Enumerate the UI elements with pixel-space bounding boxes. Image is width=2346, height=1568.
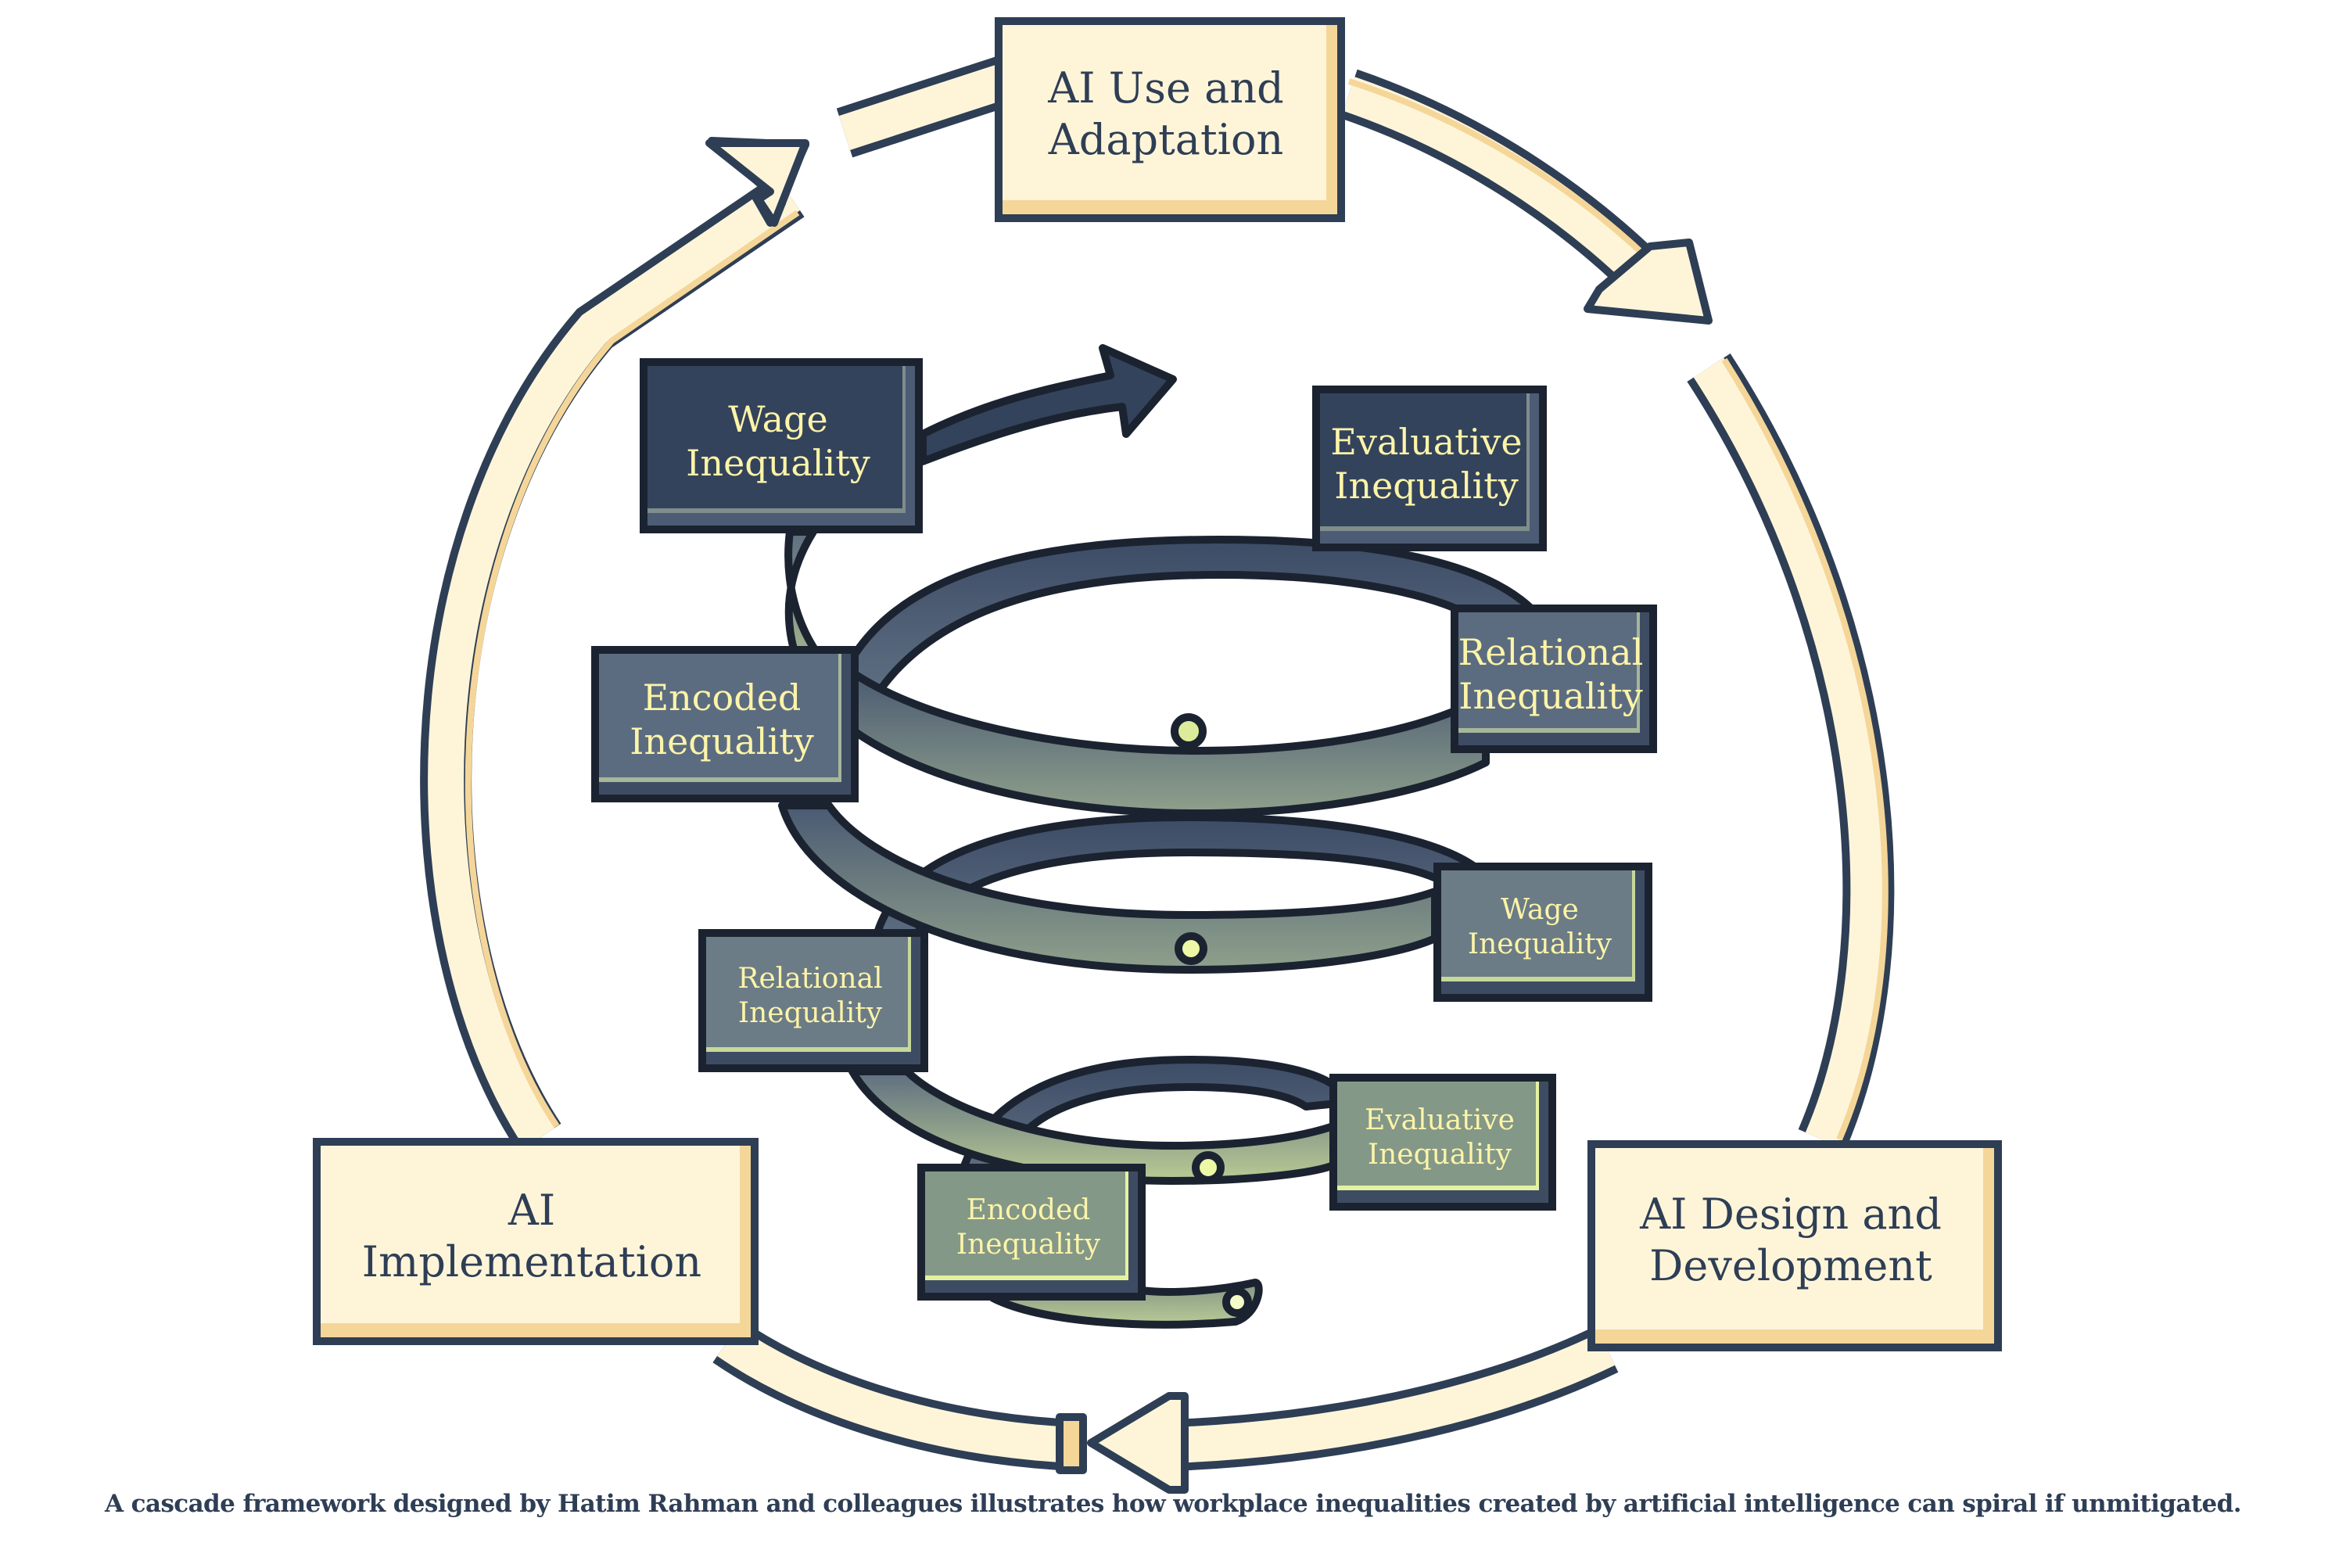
- arrowhead-to-right: [1584, 239, 1713, 325]
- ineq-encoded-level3: Encoded Inequality: [917, 1164, 1146, 1301]
- ineq-relational-level1: Relational Inequality: [1451, 605, 1657, 753]
- arrow-tail-bottom: [1056, 1413, 1087, 1474]
- ineq-encoded-level1: Encoded Inequality: [591, 646, 859, 802]
- stage-label: AI Use and Adaptation: [1048, 63, 1284, 164]
- stage-label: AI Implementation: [361, 1185, 702, 1286]
- ineq-label: Wage Inequality: [1467, 894, 1612, 960]
- spiral-band-level1-front: [817, 669, 1490, 817]
- ineq-label: Relational Inequality: [1458, 630, 1644, 717]
- stage-ai-design-development: AI Design and Development: [1587, 1140, 2002, 1351]
- ineq-label: Relational Inequality: [737, 962, 883, 1029]
- ineq-evaluative-level3: Evaluative Inequality: [1329, 1074, 1556, 1211]
- spiral-exit-arrow: [919, 344, 1177, 465]
- ineq-label: Encoded Inequality: [630, 676, 814, 762]
- ineq-label: Wage Inequality: [686, 397, 870, 484]
- figure-caption: A cascade framework designed by Hatim Ra…: [105, 1490, 2242, 1518]
- ineq-label: Evaluative Inequality: [1365, 1103, 1515, 1171]
- cycle-arrowheads: [705, 137, 1713, 1494]
- spiral-band-level1-back: [837, 536, 1537, 700]
- cycle-ring: [420, 53, 1895, 1471]
- spiral-glow-dot: [1171, 713, 1207, 749]
- stage-ai-use-adaptation: AI Use and Adaptation: [995, 17, 1345, 222]
- ineq-label: Encoded Inequality: [956, 1193, 1101, 1261]
- ineq-evaluative-level1: Evaluative Inequality: [1312, 386, 1547, 551]
- ineq-wage-level1: Wage Inequality: [640, 358, 923, 533]
- arrowhead-to-top-main: [705, 139, 809, 227]
- ineq-label: Evaluative Inequality: [1330, 420, 1523, 507]
- arrowhead-to-bottom: [1087, 1392, 1189, 1494]
- stage-ai-implementation: AI Implementation: [313, 1138, 759, 1345]
- ineq-relational-level2: Relational Inequality: [698, 929, 928, 1072]
- ineq-wage-level2: Wage Inequality: [1433, 863, 1652, 1002]
- stage-label: AI Design and Development: [1640, 1189, 1942, 1290]
